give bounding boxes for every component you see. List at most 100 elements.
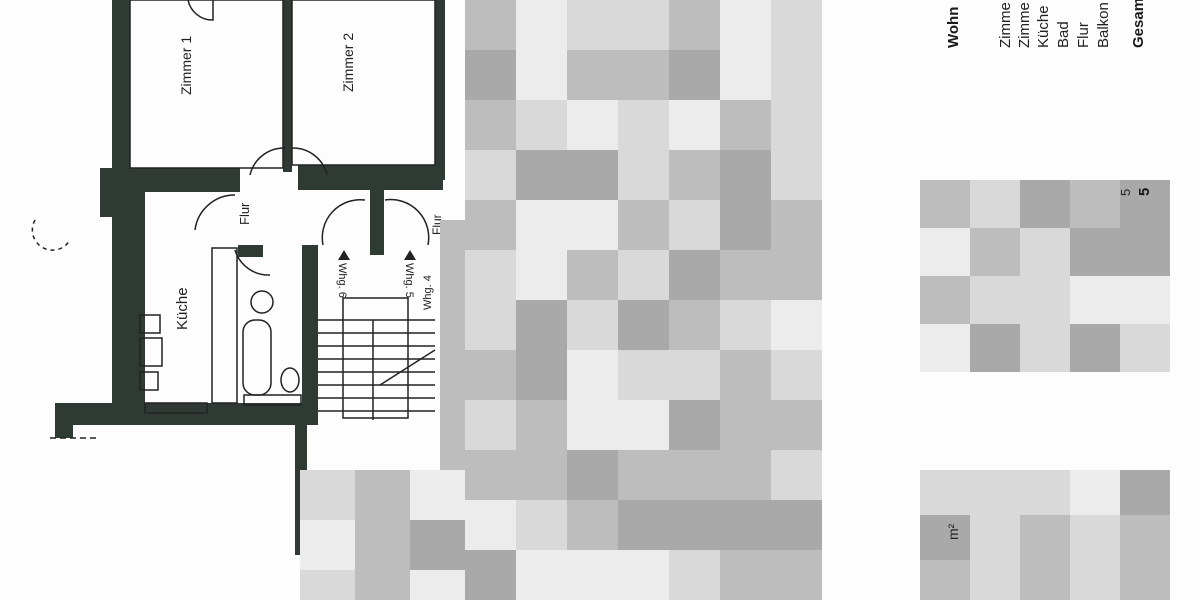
pixel-block (465, 400, 516, 450)
pixel-block (516, 550, 567, 600)
pixel-block (720, 100, 771, 150)
pixel-block (720, 50, 771, 100)
pixel-block (300, 520, 355, 570)
pixel-block (1070, 470, 1120, 515)
pixel-block (300, 470, 355, 520)
area-table-heading: Wohn (945, 6, 962, 48)
area-row-bad: Bad (1055, 21, 1072, 48)
area-value-partial: 5 (1118, 188, 1133, 196)
pixel-block (1020, 180, 1070, 228)
pixel-block (970, 228, 1020, 276)
pixel-block (669, 250, 720, 300)
pixel-block (1120, 470, 1170, 515)
pixel-block (567, 250, 618, 300)
area-total-value-partial: 5 (1136, 187, 1153, 196)
pixel-block (669, 450, 720, 500)
pixel-block (567, 150, 618, 200)
pixel-block (516, 100, 567, 150)
pixel-block (720, 200, 771, 250)
pixel-block (465, 300, 516, 350)
pixel-block (355, 520, 410, 570)
label-wohnung-5: Whg. 5 (403, 263, 415, 298)
pixel-block (516, 300, 567, 350)
pixel-block (516, 0, 567, 50)
pixel-block (1020, 515, 1070, 560)
area-row-zimmer-1: Zimme (997, 2, 1014, 48)
pixel-block (720, 150, 771, 200)
pixel-block (465, 50, 516, 100)
pixel-block (618, 100, 669, 150)
pixel-block (618, 50, 669, 100)
pixel-block (669, 500, 720, 550)
pixel-block (516, 50, 567, 100)
pixel-block (567, 100, 618, 150)
pixel-block (771, 250, 822, 300)
pixel-block (516, 450, 567, 500)
pixel-block (1070, 228, 1120, 276)
pixel-block (440, 270, 465, 320)
room-label-zimmer-2: Zimmer 2 (340, 32, 356, 92)
pixel-block (1020, 560, 1070, 600)
pixel-block (771, 350, 822, 400)
pixel-block (720, 400, 771, 450)
room-label-flur: Flur (237, 202, 252, 225)
pixel-block (440, 420, 465, 470)
pixel-block (720, 250, 771, 300)
pixel-block (1120, 515, 1170, 560)
area-row-zimmer-2: Zimme (1016, 2, 1033, 48)
pixel-block (669, 550, 720, 600)
pixel-block (516, 150, 567, 200)
pixel-block (516, 500, 567, 550)
area-unit: m² (945, 523, 961, 540)
pixel-block (567, 500, 618, 550)
pixel-block (516, 250, 567, 300)
pixel-block (1120, 228, 1170, 276)
pixel-block (1120, 560, 1170, 600)
area-row-balkon: Balkon (1095, 2, 1112, 48)
pixel-block (771, 200, 822, 250)
pixel-block (516, 200, 567, 250)
pixel-block (920, 560, 970, 600)
pixel-block (1020, 470, 1070, 515)
pixel-block (567, 50, 618, 100)
pixel-block (771, 450, 822, 500)
pixel-block (920, 470, 970, 515)
pixel-block (920, 228, 970, 276)
pixel-block (720, 550, 771, 600)
pixel-block (465, 0, 516, 50)
label-wohnung-6: Whg. 6 (336, 263, 348, 298)
pixel-block (771, 550, 822, 600)
pixel-block (771, 0, 822, 50)
pixel-block (669, 200, 720, 250)
pixel-block (355, 470, 410, 520)
pixel-block (970, 515, 1020, 560)
pixel-block (920, 180, 970, 228)
pixel-block (720, 500, 771, 550)
pixel-block (567, 0, 618, 50)
pixel-block (410, 520, 465, 570)
room-label-kueche: Küche (174, 287, 191, 330)
pixel-block (1070, 515, 1120, 560)
pixel-block (567, 350, 618, 400)
label-wohnung-4: Whg. 4 (422, 275, 434, 310)
pixel-block (720, 450, 771, 500)
pixel-block (1120, 276, 1170, 324)
pixel-block (618, 150, 669, 200)
pixel-block (618, 500, 669, 550)
area-row-kueche: Küche (1035, 5, 1052, 48)
area-total-label: Gesam (1130, 0, 1147, 48)
pixel-block (1120, 180, 1170, 228)
pixel-block (669, 50, 720, 100)
pixel-block (618, 450, 669, 500)
pixel-block (970, 276, 1020, 324)
pixel-block (465, 150, 516, 200)
pixel-block (1070, 560, 1120, 600)
pixel-block (355, 570, 410, 600)
pixel-block (970, 180, 1020, 228)
pixel-block (465, 450, 516, 500)
pixel-block (720, 300, 771, 350)
pixel-block (920, 324, 970, 372)
room-label-zimmer-1: Zimmer 1 (178, 35, 194, 95)
pixel-block (410, 570, 465, 600)
